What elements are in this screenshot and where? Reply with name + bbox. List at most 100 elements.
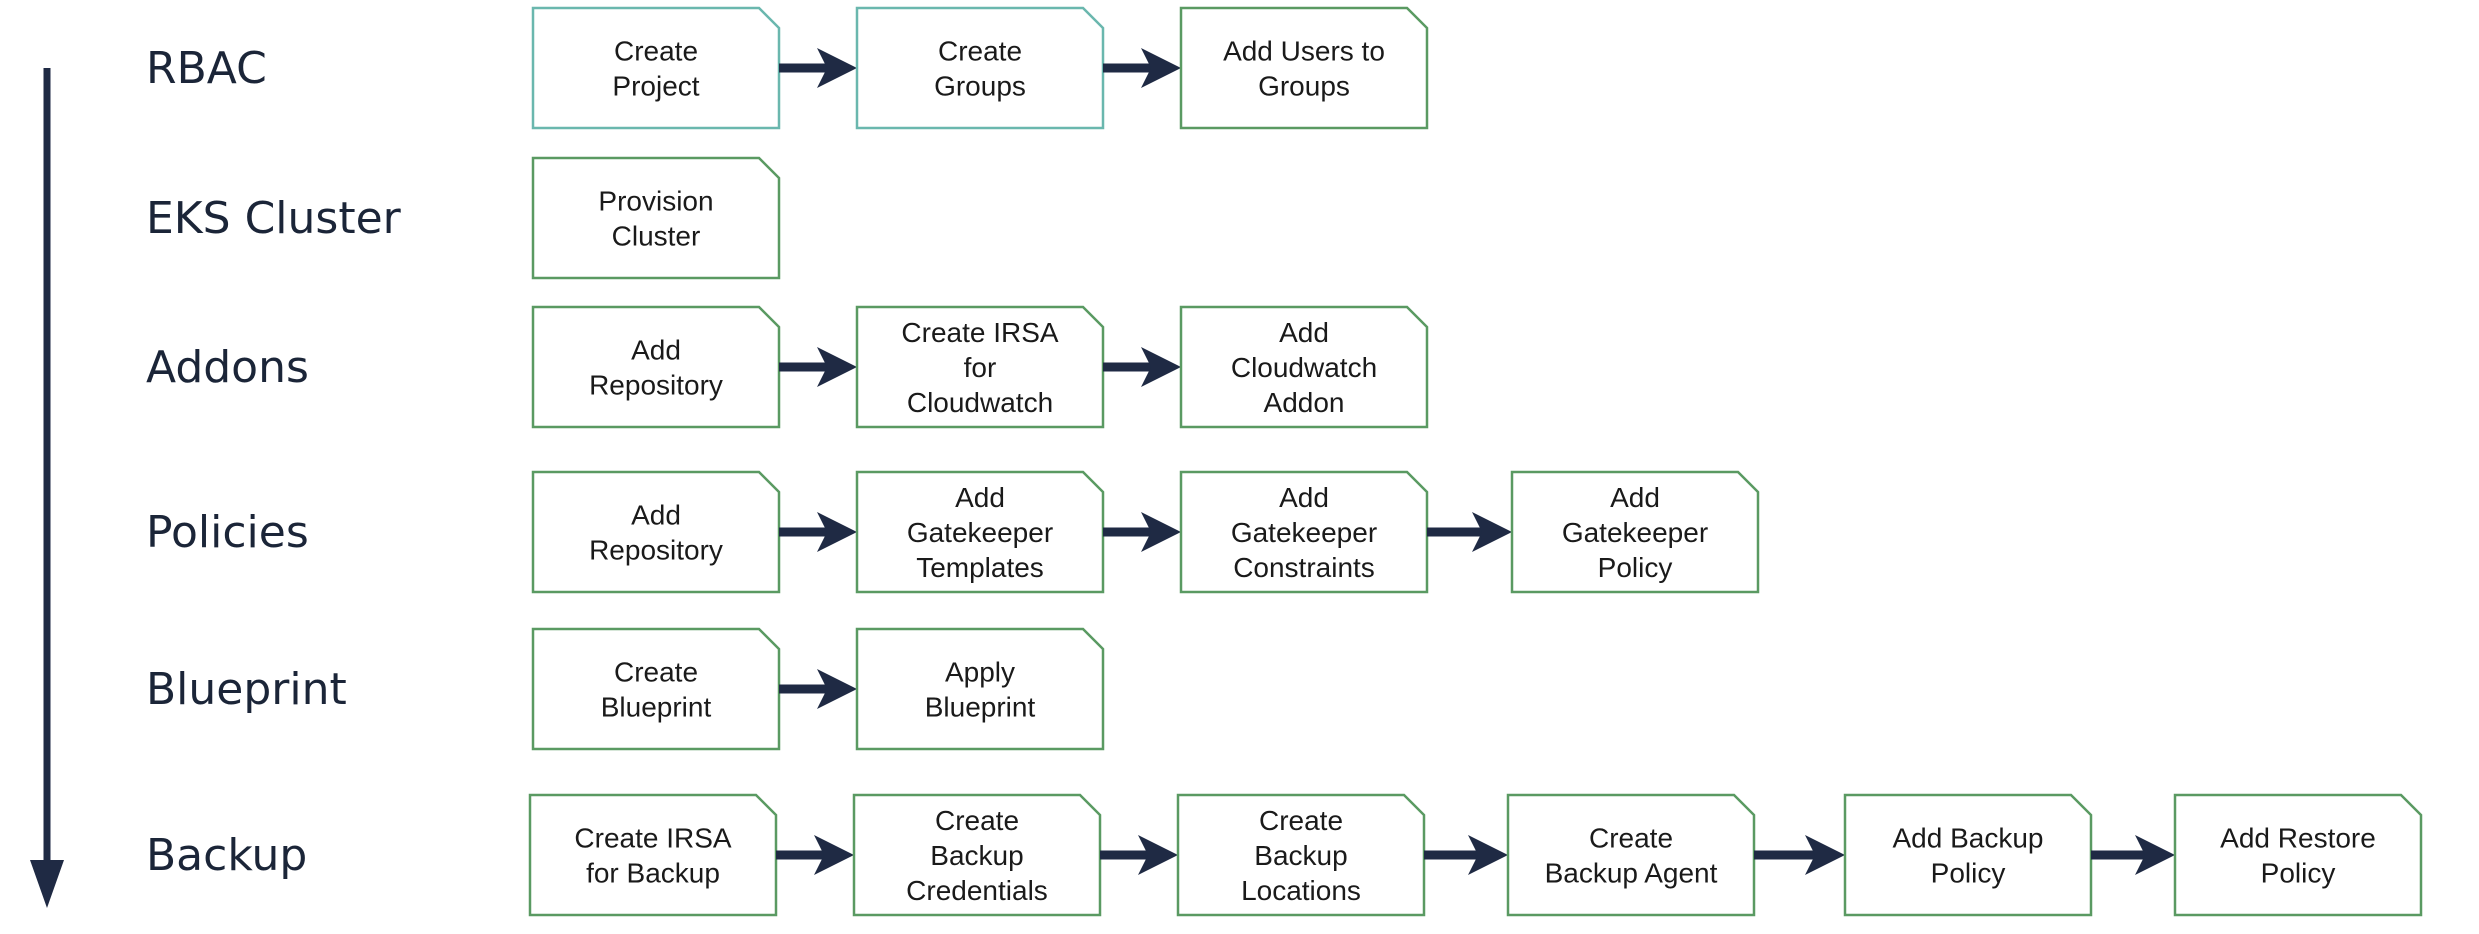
step-label-line: Add — [955, 482, 1005, 513]
step-label-line: Constraints — [1233, 552, 1375, 583]
flow-arrow — [1103, 347, 1181, 387]
step-label-line: Create — [1259, 805, 1343, 836]
step-box-shape — [528, 793, 778, 917]
step-label-line: Gatekeeper — [1562, 517, 1708, 548]
step-label-line: Backup Agent — [1545, 858, 1718, 889]
step-label-line: Cloudwatch — [907, 387, 1053, 418]
step-label-line: Repository — [589, 370, 723, 401]
flow-arrow-head — [817, 48, 857, 88]
flow-arrow-head — [817, 669, 857, 709]
step-box-shape — [855, 6, 1105, 130]
step-label-line: Project — [612, 71, 699, 102]
flow-arrow — [1754, 835, 1845, 875]
step-label-line: Add Backup — [1893, 823, 2044, 854]
flow-arrow — [2091, 835, 2175, 875]
row-label: RBAC — [146, 43, 267, 94]
step-label-line: Policy — [1931, 858, 2006, 889]
step-label-line: Credentials — [906, 875, 1048, 906]
flow-arrow-head — [814, 835, 854, 875]
step-label-line: Policy — [2261, 858, 2336, 889]
step-label-line: Addon — [1264, 387, 1345, 418]
flow-arrow — [1424, 835, 1508, 875]
flow-arrow-head — [1468, 835, 1508, 875]
step-label-line: Gatekeeper — [907, 517, 1053, 548]
flow-arrow-head — [1141, 347, 1181, 387]
step-label-line: Backup — [930, 840, 1023, 871]
step-label-line: Blueprint — [925, 692, 1036, 723]
step-label-line: Create — [935, 805, 1019, 836]
step-label-line: Cluster — [612, 221, 701, 252]
flow-arrow-head — [817, 512, 857, 552]
step-label-line: Gatekeeper — [1231, 517, 1377, 548]
step-label-line: Backup — [1254, 840, 1347, 871]
flow-arrow — [779, 48, 857, 88]
step-box-shape — [855, 470, 1105, 594]
flow-arrow — [776, 835, 854, 875]
flow-arrow-head — [1805, 835, 1845, 875]
step-label-line: for — [964, 352, 997, 383]
step-box-shape — [1179, 305, 1429, 429]
step-label-line: Create — [614, 36, 698, 67]
flow-arrow — [779, 669, 857, 709]
flow-arrow-head — [1141, 48, 1181, 88]
step-label-line: Create IRSA — [574, 823, 731, 854]
timeline-arrow — [30, 68, 64, 908]
step-label-line: Templates — [916, 552, 1044, 583]
timeline-arrowhead — [30, 860, 64, 908]
step-label-line: for Backup — [586, 858, 720, 889]
flow-arrow-head — [817, 347, 857, 387]
step-label-line: Blueprint — [601, 692, 712, 723]
step-box-shape — [2173, 793, 2423, 917]
step-label-line: Add — [1610, 482, 1660, 513]
step-box-shape — [1506, 793, 1756, 917]
flow-arrow — [1103, 512, 1181, 552]
step-label-line: Add — [1279, 482, 1329, 513]
row-label: EKS Cluster — [146, 193, 402, 244]
step-box-shape — [1179, 470, 1429, 594]
step-label-line: Apply — [945, 657, 1015, 688]
flow-arrow — [1427, 512, 1512, 552]
step-label-line: Add — [631, 500, 681, 531]
step-box-shape — [1510, 470, 1760, 594]
flow-arrow — [1100, 835, 1178, 875]
step-label-line: Create — [1589, 823, 1673, 854]
step-label-line: Create IRSA — [901, 317, 1058, 348]
step-label-line: Policy — [1598, 552, 1673, 583]
step-label-line: Groups — [1258, 71, 1350, 102]
step-label-line: Add — [631, 335, 681, 366]
step-label-line: Repository — [589, 535, 723, 566]
step-box-shape — [1843, 793, 2093, 917]
step-box-shape — [1176, 793, 1426, 917]
step-box: Create IRSA for Backup — [528, 793, 778, 917]
flow-arrow-head — [2135, 835, 2175, 875]
row-label: Blueprint — [146, 664, 347, 715]
step-box-shape — [531, 305, 781, 429]
step-box-shape — [855, 305, 1105, 429]
step-label-line: Add Users to — [1223, 36, 1385, 67]
step-box-shape — [531, 156, 781, 280]
step-label-line: Create — [614, 657, 698, 688]
step-label-line: Add Restore — [2220, 823, 2376, 854]
row-label: Policies — [146, 507, 309, 558]
step-box-shape — [855, 627, 1105, 751]
step-box-shape — [531, 6, 781, 130]
